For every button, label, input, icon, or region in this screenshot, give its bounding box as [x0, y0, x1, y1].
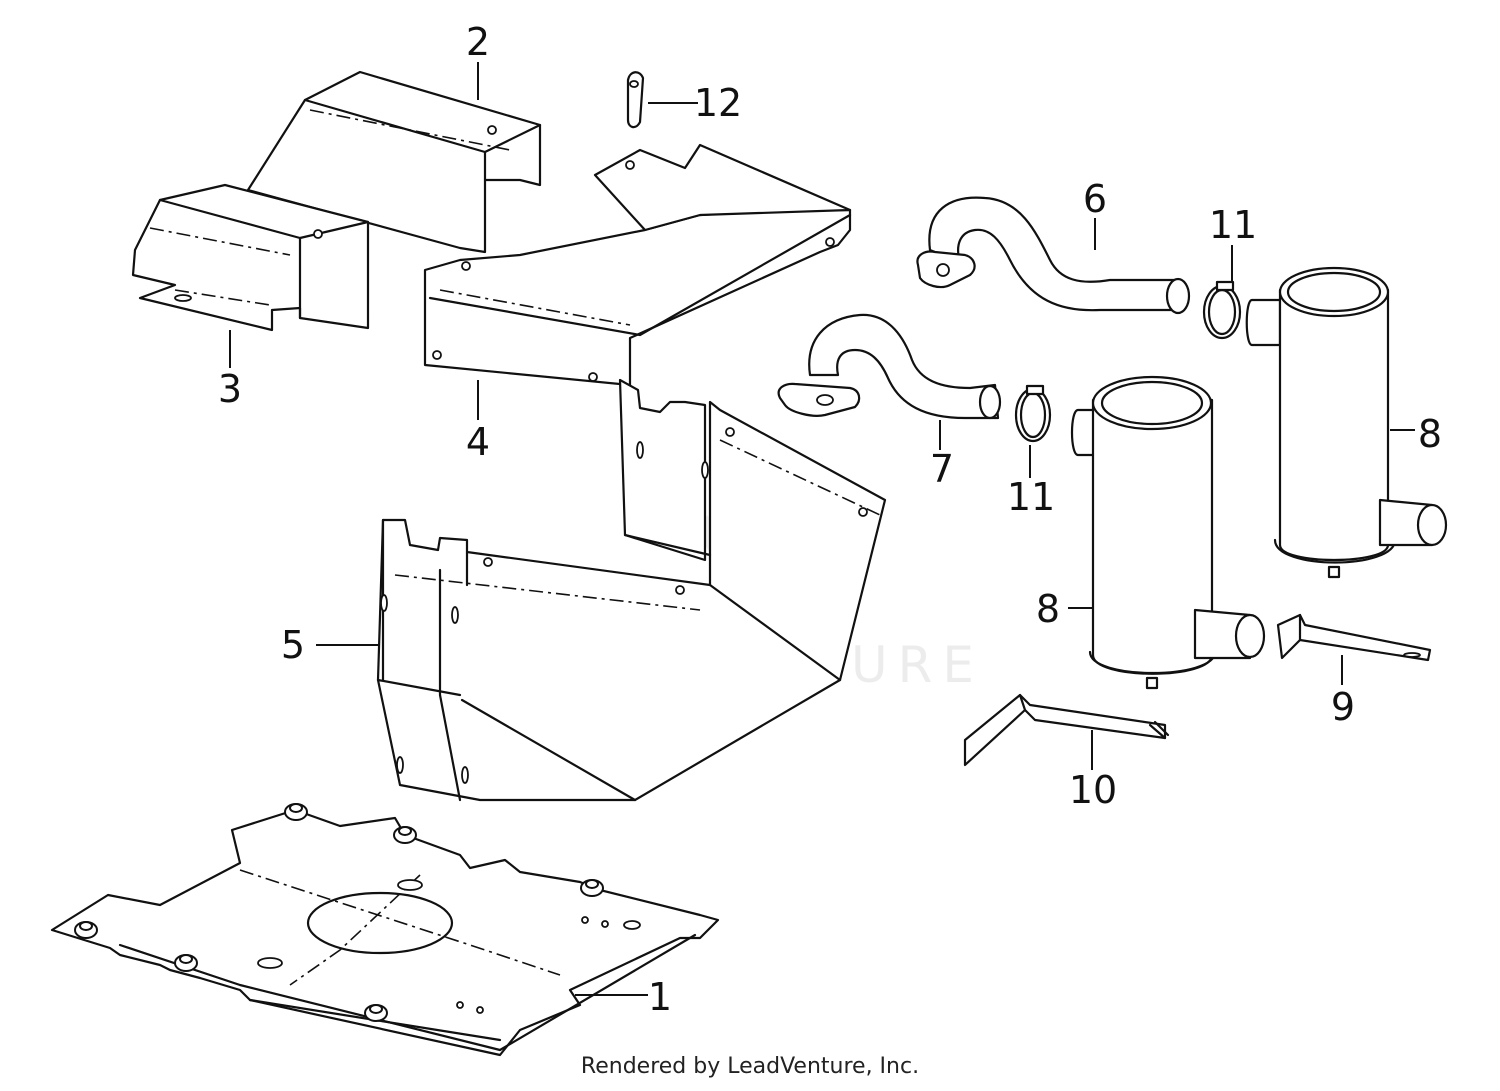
part-3-lower-left-shroud[interactable]	[131, 183, 370, 332]
callout-2: 2	[466, 20, 490, 64]
hex-nut	[393, 826, 417, 844]
part-5-duct[interactable]	[376, 378, 887, 802]
callout-12: 12	[694, 81, 742, 125]
callout-11a: 11	[1209, 203, 1257, 247]
hex-nut	[364, 1004, 388, 1022]
part-10-bracket[interactable]	[963, 693, 1170, 767]
part-8a-muffler[interactable]	[1245, 266, 1448, 579]
hex-nut	[174, 954, 198, 972]
callout-7: 7	[930, 447, 954, 491]
leader-lines	[229, 62, 1415, 996]
callouts: 2 3 4 5 6 7 8 8 9 10 11 11 12 1	[218, 20, 1442, 1019]
part-2-upper-shroud[interactable]	[246, 70, 542, 254]
callout-3: 3	[218, 367, 242, 411]
part-11a-clamp[interactable]	[1202, 280, 1242, 340]
credit-text: Rendered by LeadVenture, Inc.	[580, 1054, 920, 1079]
part-1-base-plate[interactable]	[50, 803, 720, 1057]
part-11b-clamp[interactable]	[1014, 384, 1052, 443]
part-7-exhaust-pipe[interactable]	[777, 313, 1002, 420]
hex-nut	[284, 803, 308, 821]
callout-10: 10	[1069, 768, 1117, 812]
callout-1: 1	[648, 975, 672, 1019]
hex-nut	[74, 921, 98, 939]
part-4-side-panel[interactable]	[423, 143, 852, 387]
part-9-bracket[interactable]	[1276, 613, 1432, 662]
callout-4: 4	[466, 420, 490, 464]
part-6-exhaust-pipe[interactable]	[916, 196, 1191, 315]
callout-8a: 8	[1418, 412, 1442, 456]
callout-8b: 8	[1036, 587, 1060, 631]
hex-nut	[580, 879, 604, 897]
callout-11b: 11	[1007, 475, 1055, 519]
part-12-clip[interactable]	[626, 71, 645, 129]
callout-9: 9	[1331, 685, 1355, 729]
part-8b-muffler[interactable]	[1070, 375, 1266, 690]
callout-5: 5	[281, 623, 305, 667]
callout-6: 6	[1083, 177, 1107, 221]
